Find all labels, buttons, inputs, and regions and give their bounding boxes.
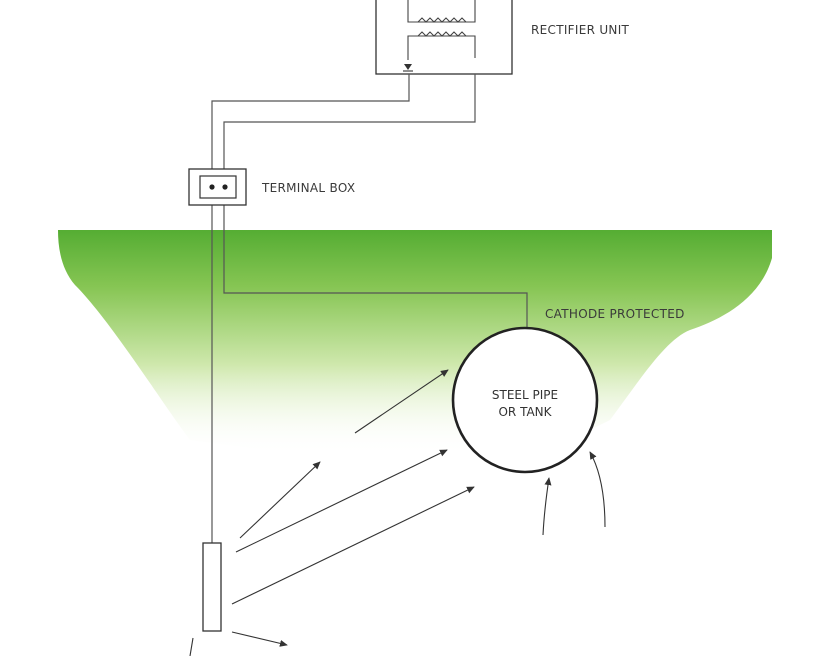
current-arrow-5 [589, 451, 606, 528]
anode-wire [211, 74, 410, 545]
anode [202, 542, 222, 632]
terminal-box-label: TERMINAL BOX [261, 181, 355, 195]
current-arrow-1 [239, 461, 321, 539]
rectifier-unit-label: RECTIFIER UNIT [531, 23, 630, 37]
current-arrow-7 [189, 637, 194, 656]
current-arrow-3 [231, 486, 475, 605]
terminal-box [188, 168, 247, 206]
current-arrow-1b [354, 369, 449, 434]
current-arrow-4 [542, 477, 552, 536]
cathode-protected-label: CATHODE PROTECTED [545, 307, 685, 321]
pipe-label-line2: OR TANK [498, 405, 552, 419]
current-arrow-6 [231, 631, 288, 647]
rectifier-unit [375, 0, 513, 75]
cathode-wire [223, 74, 528, 327]
current-arrow-2 [235, 449, 448, 553]
steel-pipe-or-tank [451, 326, 599, 474]
ground-soil [58, 230, 772, 455]
pipe-label-line1: STEEL PIPE [492, 388, 558, 402]
current-flow-arrows [189, 369, 606, 656]
